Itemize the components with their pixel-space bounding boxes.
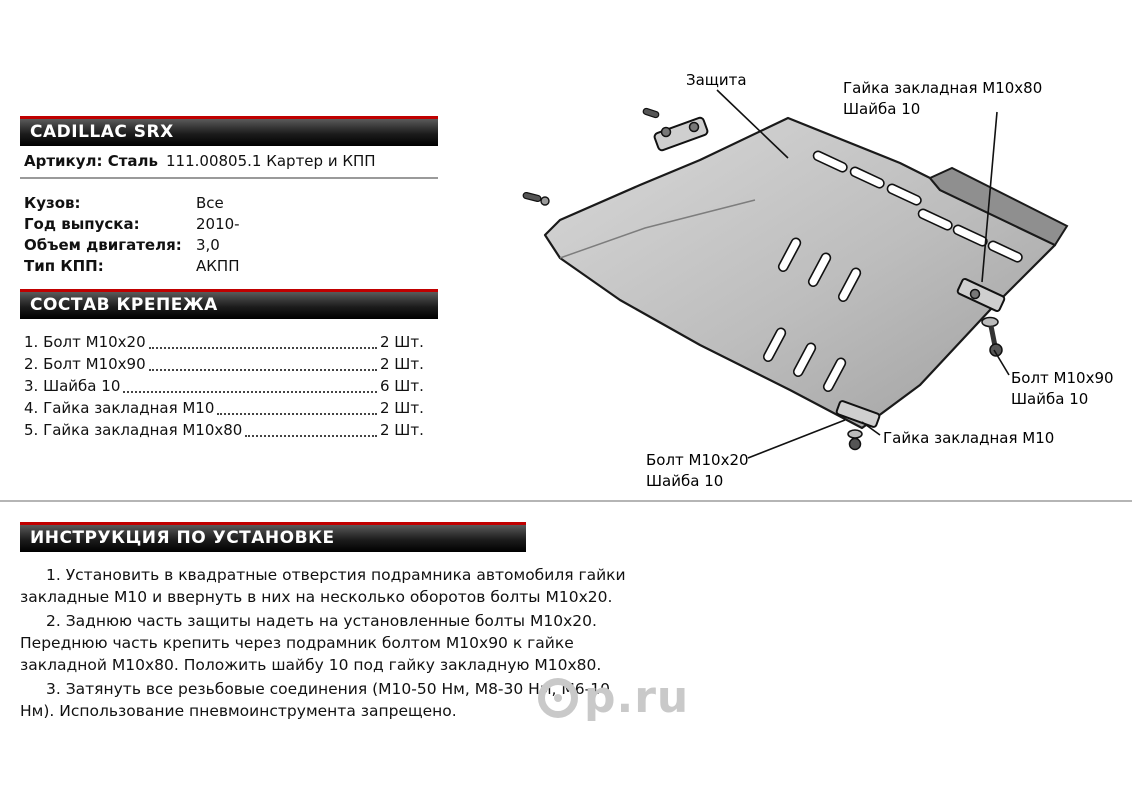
plate-bend-line [559, 199, 756, 259]
hardware-qty: 2 Шт. [380, 355, 424, 373]
slot-group-right [917, 208, 1023, 263]
hardware-qty: 2 Шт. [380, 421, 424, 439]
hardware-item: 2. Болт М10х90 2 Шт. [24, 353, 436, 375]
article-label: Артикул: Сталь [24, 152, 159, 170]
instructions-body: 1. Установить в квадратные отверстия под… [20, 564, 632, 722]
dot-leader [217, 413, 377, 415]
spec-label: Кузов: [24, 194, 81, 212]
dot-leader [245, 435, 377, 437]
article-row: Артикул: Сталь 111.00805.1 Картер и КПП [20, 146, 438, 179]
bracket-right [956, 278, 1006, 357]
hardware-item: 4. Гайка закладная М10 2 Шт. [24, 397, 436, 419]
skid-plate-drawing [522, 89, 1069, 459]
hardware-name: 1. Болт М10х20 [24, 333, 146, 351]
callout-bolt-m10x20-line1: Болт М10х20 [646, 451, 749, 469]
hardware-list: 1. Болт М10х20 2 Шт. 2. Болт М10х90 2 Шт… [20, 331, 438, 441]
callout-plate: Защита [686, 70, 747, 91]
spec-row-gearbox: Тип КПП: АКПП [24, 256, 438, 277]
bracket-top-left [642, 107, 709, 152]
spec-value: 3,0 [196, 236, 220, 254]
hardware-item: 1. Болт М10х20 2 Шт. [24, 331, 436, 353]
hardware-name: 4. Гайка закладная М10 [24, 399, 215, 417]
callout-bolt-m10x20-line2: Шайба 10 [646, 472, 724, 490]
callout-bolt-m10x90: Болт М10х90 Шайба 10 [1011, 368, 1114, 410]
section-divider [0, 500, 1132, 502]
installation-instructions: ИНСТРУКЦИЯ ПО УСТАНОВКЕ 1. Установить в … [20, 522, 632, 724]
instruction-paragraph: 2. Заднюю часть защиты надеть на установ… [20, 612, 602, 674]
hardware-qty: 2 Шт. [380, 333, 424, 351]
callout-nut-m10x80-line1: Гайка закладная М10х80 [843, 79, 1043, 97]
hardware-qty: 2 Шт. [380, 399, 424, 417]
spec-label: Тип КПП: [24, 257, 104, 275]
dot-leader [148, 347, 377, 349]
hardware-name: 2. Болт М10х90 [24, 355, 146, 373]
spec-row-body: Кузов: Все [24, 193, 438, 214]
bracket-bottom [835, 400, 881, 451]
spec-row-engine: Объем двигателя: 3,0 [24, 235, 438, 256]
slot-group-middle [777, 237, 862, 302]
callout-bolt-m10x90-line1: Болт М10х90 [1011, 369, 1114, 387]
instruction-paragraph: 3. Затянуть все резьбовые соединения (М1… [20, 680, 610, 720]
watermark-ring-icon [538, 677, 578, 718]
skid-plate-diagram [505, 50, 1130, 520]
spec-label: Год выпуска: [24, 215, 140, 233]
spec-label: Объем двигателя: [24, 236, 182, 254]
watermark-text: р.ru [584, 672, 690, 723]
dot-leader [123, 391, 377, 393]
callout-nut-m10x80: Гайка закладная М10х80 Шайба 10 [843, 78, 1042, 120]
hardware-title: СОСТАВ КРЕПЕЖА [20, 289, 438, 319]
hardware-item: 3. Шайба 10 6 Шт. [24, 375, 436, 397]
watermark: р.ru [538, 672, 689, 723]
hardware-item: 5. Гайка закладная М10х80 2 Шт. [24, 419, 436, 441]
callout-bolt-m10x90-line2: Шайба 10 [1011, 390, 1089, 408]
slot-group-bottom [762, 327, 847, 392]
article-value: 111.00805.1 Картер и КПП [166, 152, 376, 170]
bolt-left [522, 191, 550, 206]
leader-lines [716, 89, 1010, 459]
callout-plate-text: Защита [686, 71, 747, 89]
instruction-paragraph: 1. Установить в квадратные отверстия под… [20, 566, 626, 606]
product-info-column: CADILLAC SRX Артикул: Сталь 111.00805.1 К… [20, 116, 438, 441]
callout-nut-m10-text: Гайка закладная М10 [883, 429, 1055, 447]
spec-table: Кузов: Все Год выпуска: 2010- Объем двиг… [20, 193, 438, 277]
callout-nut-m10x80-line2: Шайба 10 [843, 100, 921, 118]
plate-body [543, 116, 1057, 430]
hardware-name: 5. Гайка закладная М10х80 [24, 421, 243, 439]
spec-value: 2010- [196, 215, 240, 233]
callout-nut-m10: Гайка закладная М10 [883, 428, 1054, 449]
callout-bolt-m10x20: Болт М10х20 Шайба 10 [646, 450, 749, 492]
hardware-qty: 6 Шт. [380, 377, 424, 395]
instructions-title: ИНСТРУКЦИЯ ПО УСТАНОВКЕ [20, 522, 526, 552]
product-title: CADILLAC SRX [20, 116, 438, 146]
spec-value: АКПП [196, 257, 240, 275]
spec-row-year: Год выпуска: 2010- [24, 214, 438, 235]
slot-group-top [812, 150, 922, 206]
plate-flange [928, 166, 1069, 247]
dot-leader [148, 369, 377, 371]
hardware-name: 3. Шайба 10 [24, 377, 121, 395]
spec-value: Все [196, 194, 224, 212]
